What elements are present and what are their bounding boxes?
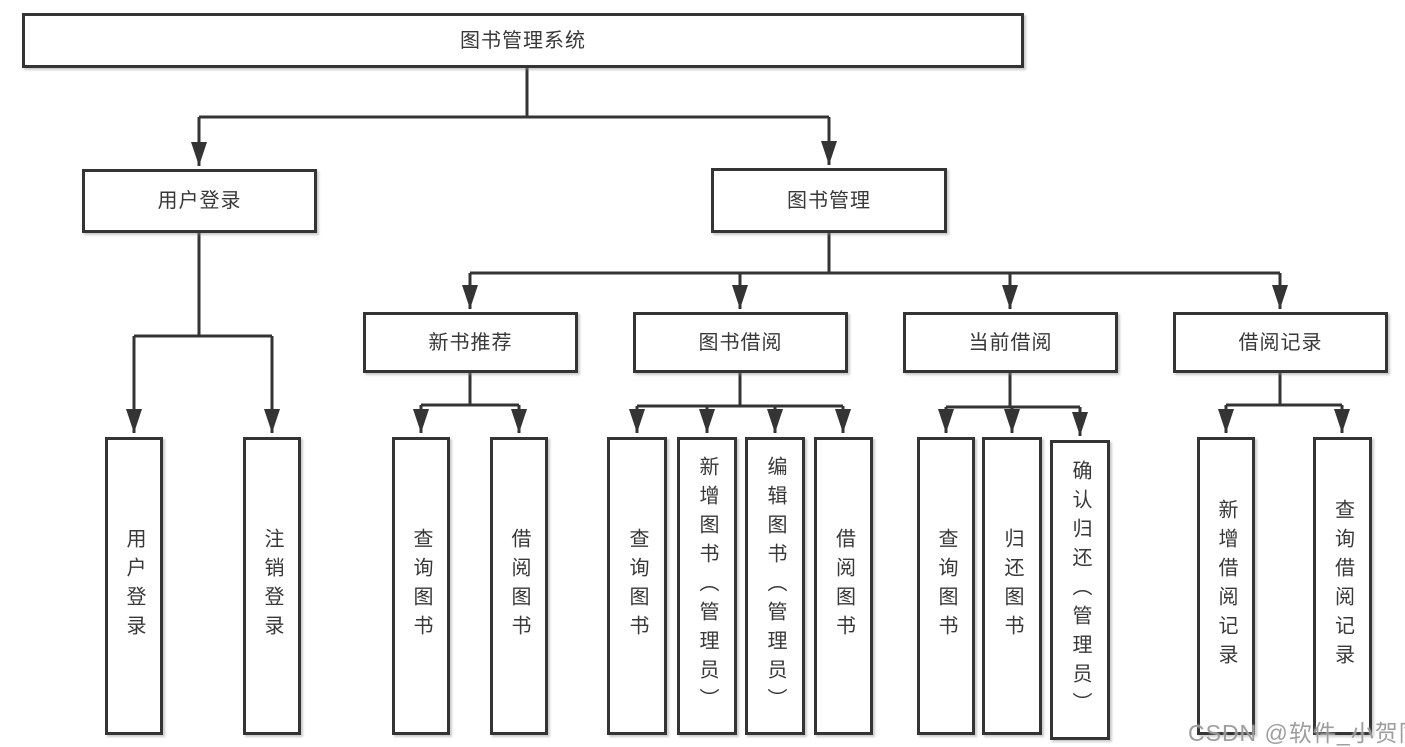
node-label: 图书借阅 <box>698 331 783 354</box>
connector-book-management-elbow <box>470 233 1280 275</box>
node-label: 当前借阅 <box>968 331 1053 354</box>
leaf-user-login: 用户登录 <box>105 437 163 735</box>
node-book-management: 图书管理 <box>711 168 947 233</box>
node-new-book-recommendation: 新书推荐 <box>363 312 578 373</box>
node-label: 借阅图书 <box>508 528 530 644</box>
leaf-edit-book-admin: 编辑图书（管理员） <box>745 437 805 735</box>
connector-book-borrowing-elbow <box>637 373 843 408</box>
node-label: 编辑图书（管理员） <box>764 455 786 717</box>
node-label: 查询图书 <box>410 528 432 644</box>
leaf-return-books: 归还图书 <box>982 437 1042 735</box>
node-label: 归还图书 <box>1001 528 1023 644</box>
leaf-confirm-return-admin: 确认归还（管理员） <box>1050 440 1110 740</box>
leaf-query-books-recommend: 查询图书 <box>392 437 450 735</box>
node-book-borrowing: 图书借阅 <box>633 312 848 373</box>
node-label: 借阅记录 <box>1238 331 1323 354</box>
node-label: 新增借阅记录 <box>1215 499 1237 673</box>
node-label: 查询借阅记录 <box>1331 499 1354 673</box>
node-label: 用户登录 <box>123 528 145 644</box>
leaf-borrow-books-recommend: 借阅图书 <box>490 437 548 735</box>
node-user-login: 用户登录 <box>82 169 317 233</box>
leaf-query-books-current: 查询图书 <box>917 437 975 735</box>
node-label: 查询图书 <box>935 528 957 644</box>
leaf-query-borrow-record: 查询借阅记录 <box>1313 437 1372 735</box>
node-current-borrowing: 当前借阅 <box>903 312 1118 373</box>
connector-user-login-elbow <box>134 233 272 338</box>
node-label: 注销登录 <box>261 528 283 644</box>
node-label: 图书管理 <box>787 189 871 212</box>
leaf-query-books-borrowing: 查询图书 <box>607 437 667 735</box>
node-label: 查询图书 <box>626 528 648 644</box>
node-label: 新书推荐 <box>428 331 513 354</box>
leaf-add-book-admin: 新增图书（管理员） <box>677 437 737 735</box>
node-label: 图书管理系统 <box>460 29 586 52</box>
connector-current-borrowing-elbow <box>946 373 1080 409</box>
node-label: 新增图书（管理员） <box>696 455 718 717</box>
node-label: 用户登录 <box>157 190 242 212</box>
node-label: 确认归还（管理员） <box>1069 459 1091 721</box>
node-label: 借阅图书 <box>832 528 855 644</box>
node-borrowing-records: 借阅记录 <box>1173 312 1388 373</box>
connector-root-elbow <box>199 68 829 119</box>
connector-new-book-elbow <box>421 373 519 407</box>
connector-borrow-records-elbow <box>1226 373 1342 407</box>
node-library-management-system: 图书管理系统 <box>22 13 1024 68</box>
leaf-borrow-books: 借阅图书 <box>814 437 873 735</box>
leaf-add-borrow-record: 新增借阅记录 <box>1197 437 1255 735</box>
leaf-logout: 注销登录 <box>243 437 301 735</box>
watermark: CSDN @软件_小贺同学 <box>1188 720 1405 746</box>
